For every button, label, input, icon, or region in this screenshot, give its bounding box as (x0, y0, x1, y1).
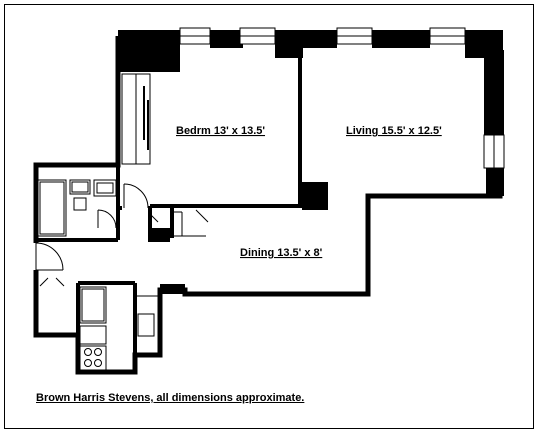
windows (179, 27, 505, 169)
structural-columns (118, 30, 504, 294)
floorplan-frame (4, 4, 534, 429)
bedroom-label: Bedrm 13' x 13.5' (176, 125, 265, 137)
living-room-label: Living 15.5' x 12.5' (346, 125, 442, 137)
credit-note: Brown Harris Stevens, all dimensions app… (36, 392, 305, 404)
bathroom-fixtures (37, 179, 117, 237)
door-swings (35, 183, 209, 287)
interior-walls (36, 50, 302, 355)
dining-room-label: Dining 13.5' x 8' (240, 247, 323, 259)
bedroom-closet (121, 73, 151, 165)
kitchen-fixtures (79, 286, 158, 371)
